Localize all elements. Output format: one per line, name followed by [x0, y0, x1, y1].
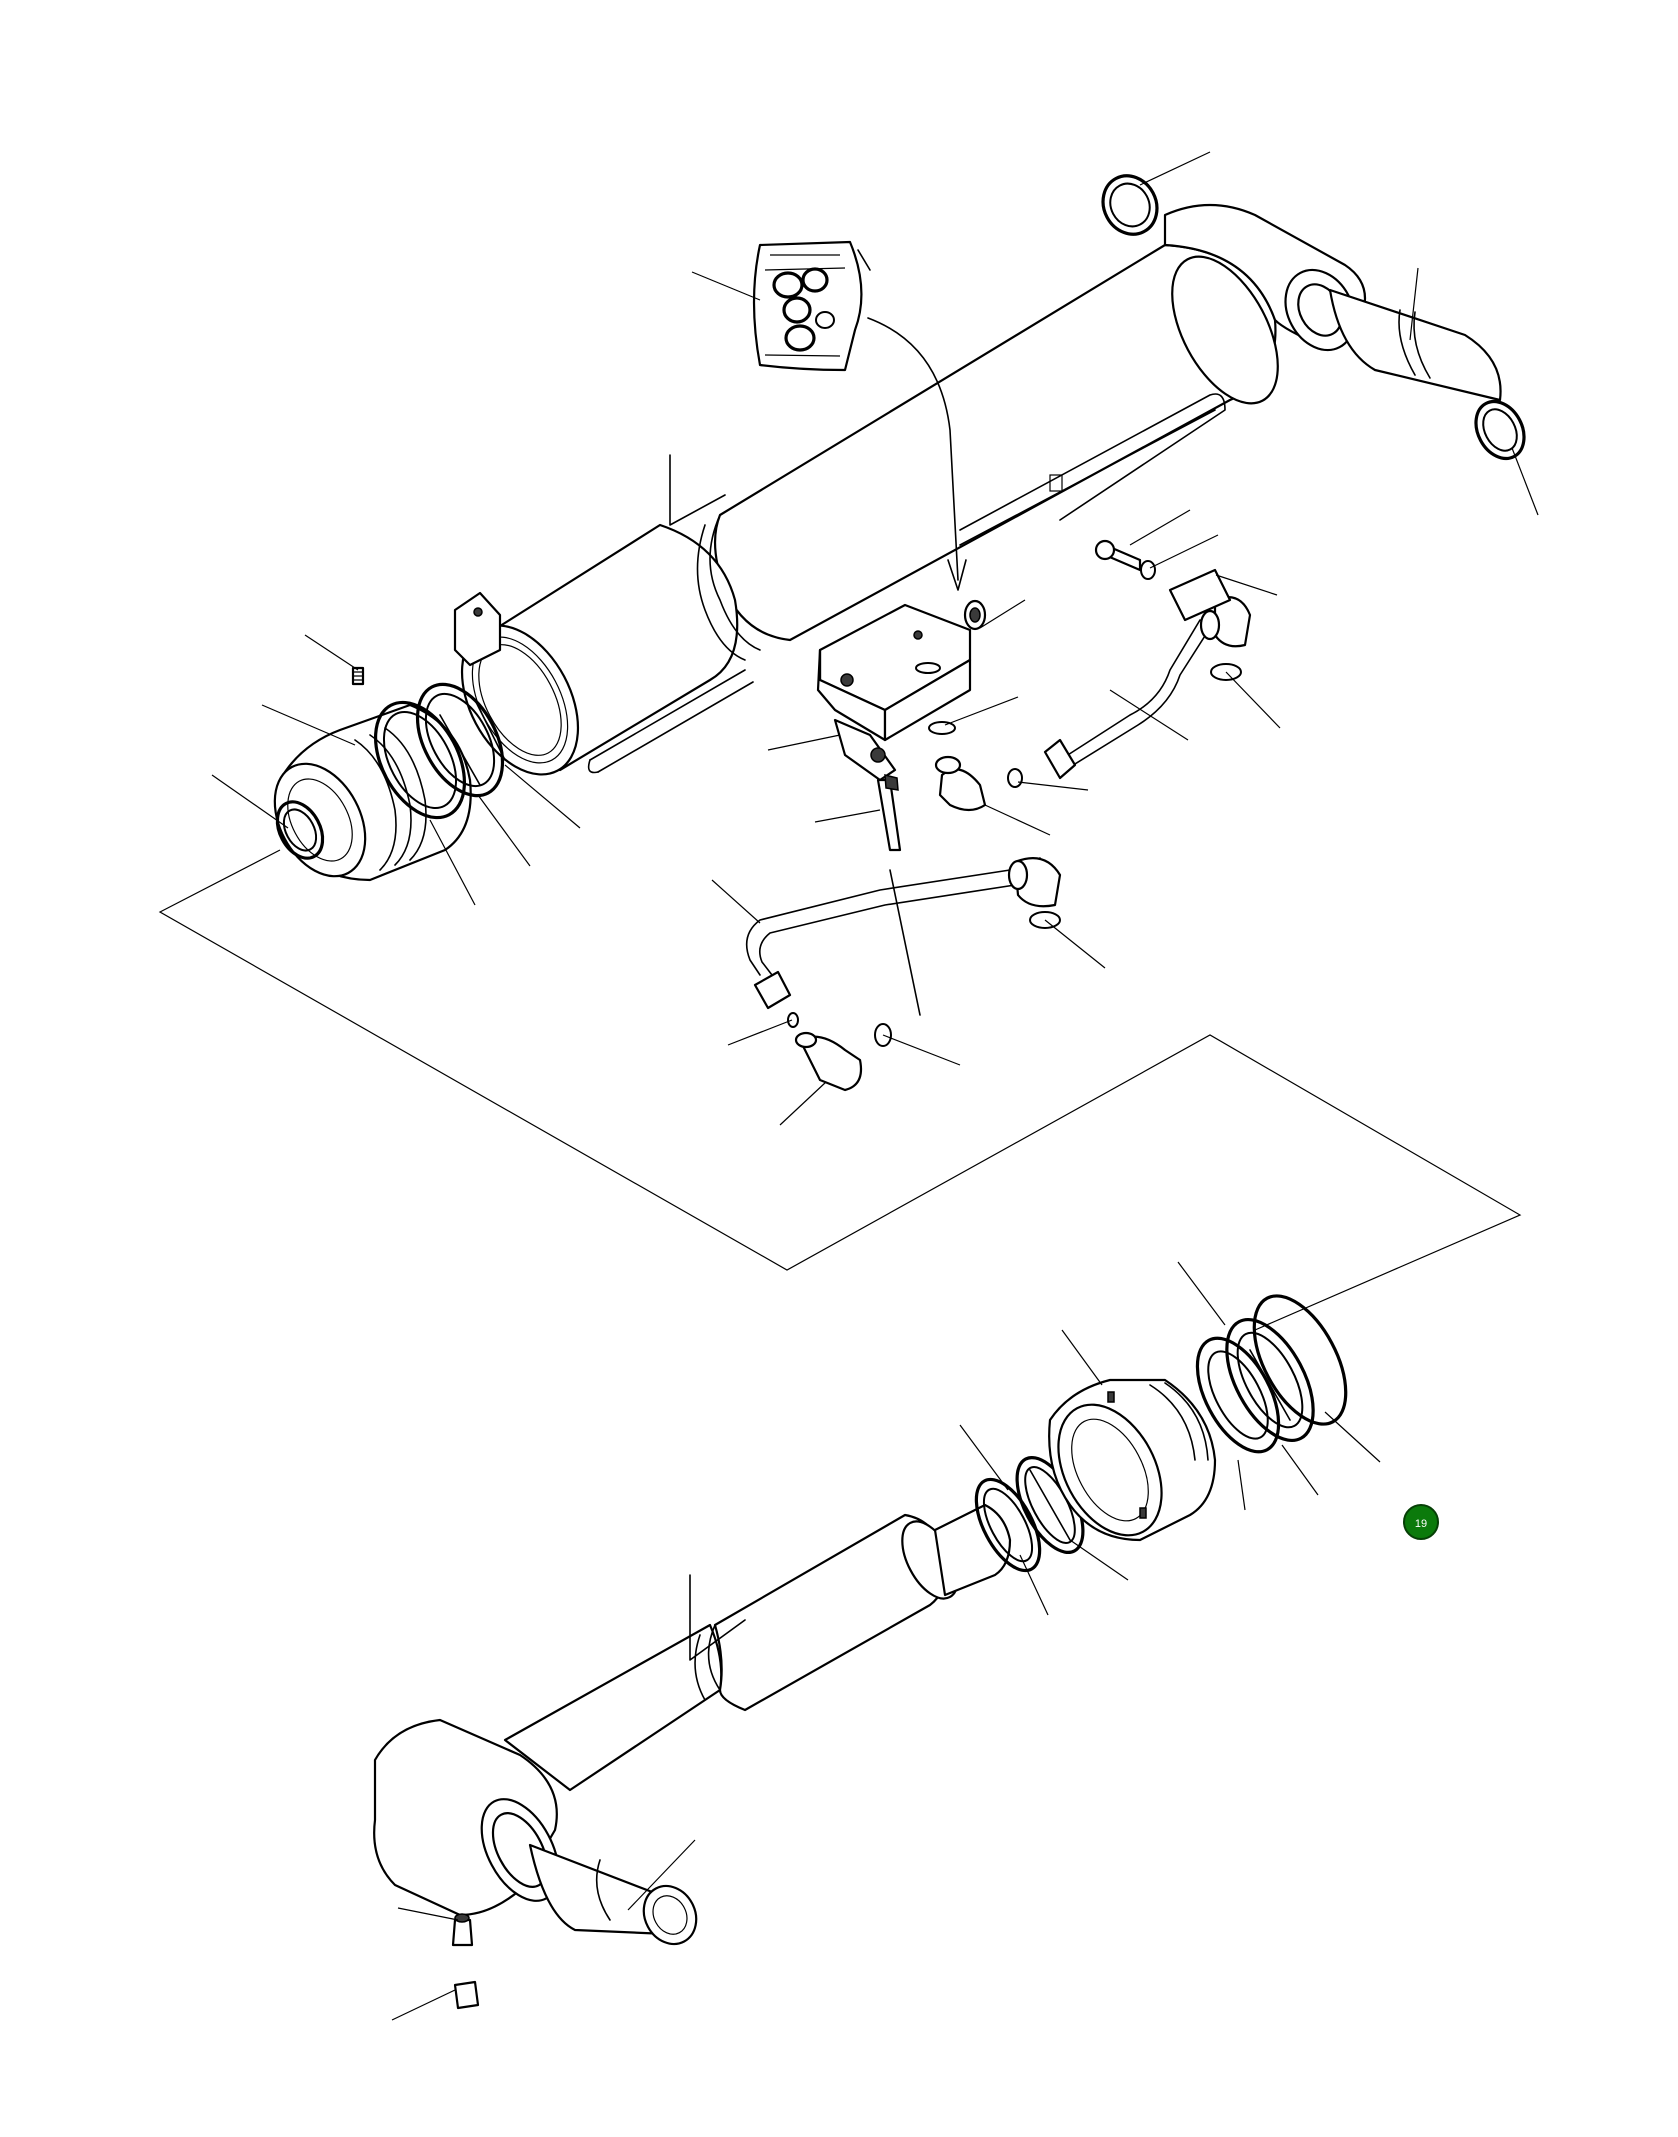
- valve-block: [816, 599, 987, 852]
- assembly-connection-lines: [158, 849, 1522, 1331]
- barrel-feed-line: [959, 393, 1226, 546]
- lower-pipe-assembly: [745, 857, 1062, 1092]
- rod-gland-seal-stack-upper: [273, 666, 506, 882]
- callout-leader-lines: [211, 151, 1539, 2021]
- page-number-badge[interactable]: 19: [1403, 1504, 1439, 1540]
- cylinder-barrel: [453, 243, 1279, 776]
- piston-rod-assembly: [373, 1503, 1012, 2010]
- piston-seal-stack-lower: [974, 1294, 1348, 1573]
- barrel-eye-lug: [1101, 174, 1526, 461]
- seal-kit-icon: [752, 240, 967, 591]
- upper-pipe-assembly: [934, 539, 1252, 812]
